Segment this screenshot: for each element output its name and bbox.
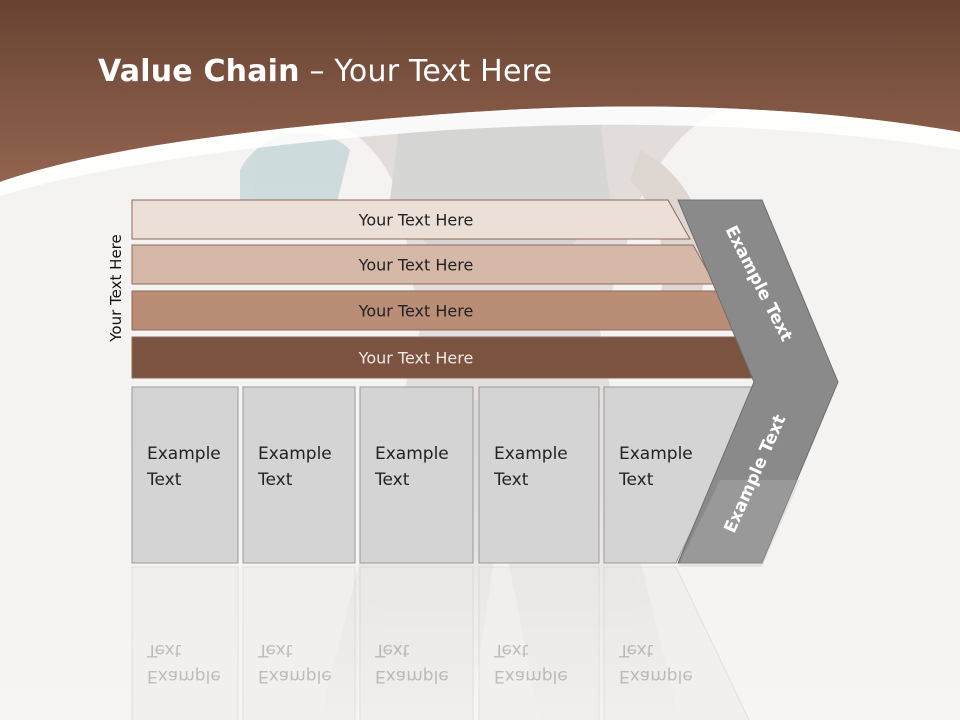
chevron-arrow xyxy=(677,199,839,564)
svg-text:Example: Example xyxy=(258,666,332,686)
svg-text:Text: Text xyxy=(146,640,182,660)
box-label-4-line2: Text xyxy=(493,470,529,490)
slide-title-rest: – Your Text Here xyxy=(299,54,553,89)
box-label-5-line2: Text xyxy=(618,470,654,490)
svg-text:Text: Text xyxy=(257,640,293,660)
header-band xyxy=(0,0,960,182)
box-label-3-line1: Example xyxy=(375,444,449,464)
svg-text:Example: Example xyxy=(375,666,449,686)
svg-text:Example: Example xyxy=(619,666,693,686)
box-reflection-4: Example Text xyxy=(478,566,600,720)
svg-text:Text: Text xyxy=(493,640,529,660)
box-reflection-5: Example Text xyxy=(603,566,750,720)
box-label-5-line1: Example xyxy=(619,444,693,464)
bar-label-2: Your Text Here xyxy=(358,256,474,275)
box-label-4-line1: Example xyxy=(494,444,568,464)
bar-1 xyxy=(131,199,691,240)
box-label-1-line2: Text xyxy=(146,470,182,490)
box-label-3-line2: Text xyxy=(374,470,410,490)
bar-label-4: Your Text Here xyxy=(358,349,474,368)
box-4 xyxy=(478,386,600,564)
box-reflection-3: Example Text xyxy=(359,566,474,720)
slide-title: Value Chain – Your Text Here xyxy=(98,54,552,89)
svg-text:Example: Example xyxy=(494,666,568,686)
box-3 xyxy=(359,386,474,564)
box-2 xyxy=(242,386,356,564)
box-1 xyxy=(131,386,239,564)
box-label-2-line1: Example xyxy=(258,444,332,464)
box-label-2-line2: Text xyxy=(257,470,293,490)
svg-text:Example: Example xyxy=(147,666,221,686)
svg-text:Text: Text xyxy=(618,640,654,660)
slide-title-bold: Value Chain xyxy=(98,54,300,89)
box-label-1-line1: Example xyxy=(147,444,221,464)
svg-text:Text: Text xyxy=(374,640,410,660)
bar-label-1: Your Text Here xyxy=(358,211,474,230)
box-reflection-2: Example Text xyxy=(242,566,356,720)
box-reflection-1: Example Text xyxy=(131,566,239,720)
bar-label-3: Your Text Here xyxy=(358,302,474,321)
box-5 xyxy=(603,386,761,564)
chevron-reflection xyxy=(678,480,800,567)
